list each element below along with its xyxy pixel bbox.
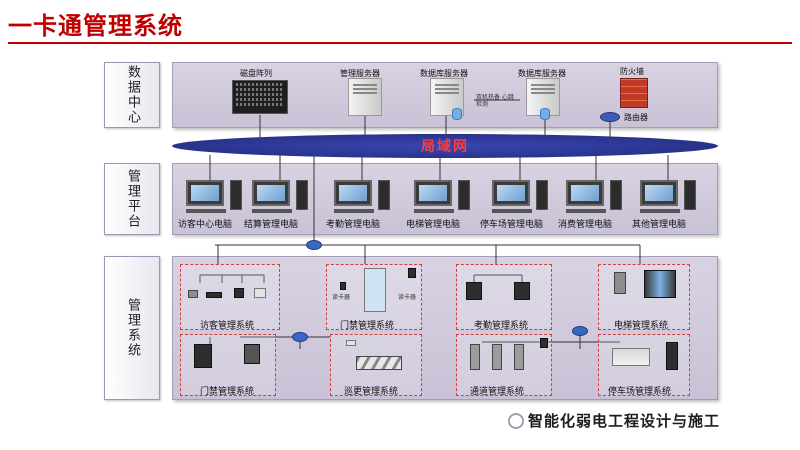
card-reader-label: 读卡器 bbox=[332, 294, 351, 301]
row-label-platform: 管理平台 bbox=[104, 163, 160, 235]
passage-controller-icon bbox=[540, 338, 548, 348]
mgmt-server-icon bbox=[348, 78, 382, 116]
visitor-scanner-icon bbox=[188, 290, 198, 298]
computer-icon bbox=[186, 180, 244, 214]
computer-icon bbox=[640, 180, 698, 214]
router-icon bbox=[600, 112, 620, 122]
attendance-system-label: 考勤管理系统 bbox=[474, 321, 529, 331]
elevator-controller-icon bbox=[614, 272, 626, 294]
computer-icon bbox=[334, 180, 392, 214]
patrol-system-label: 巡更管理系统 bbox=[344, 387, 399, 397]
disk-array-label: 磁盘阵列 bbox=[240, 69, 272, 78]
turnstile-icon bbox=[514, 344, 524, 370]
row-label-systems: 管理系统 bbox=[104, 256, 160, 400]
switch-icon bbox=[306, 240, 322, 250]
card-reader-icon bbox=[408, 268, 416, 278]
card-reader-label: 读卡器 bbox=[398, 294, 417, 301]
elevator-car-icon bbox=[644, 270, 676, 298]
visitor-printer-icon bbox=[254, 288, 266, 298]
lan-label: 局域网 bbox=[421, 139, 469, 155]
computer-icon bbox=[414, 180, 472, 214]
computer-icon bbox=[492, 180, 550, 214]
platform-computer-label: 停车场管理电脑 bbox=[480, 220, 544, 230]
visitor-camera-icon bbox=[234, 288, 244, 298]
switch-icon bbox=[572, 326, 588, 336]
router-label: 路由器 bbox=[624, 113, 648, 122]
watermark-text: 智能化弱电工程设计与施工 bbox=[528, 412, 721, 430]
wechat-icon bbox=[508, 412, 524, 429]
firewall-label: 防火墙 bbox=[620, 67, 644, 76]
patrol-stick-icon bbox=[346, 340, 356, 346]
elevator-system-label: 电梯管理系统 bbox=[614, 321, 669, 331]
card-reader-icon bbox=[340, 282, 346, 290]
db-server-2-label: 数据库服务器 bbox=[518, 69, 566, 78]
attendance-terminal-icon bbox=[514, 282, 530, 300]
row-label-data-center: 数据中心 bbox=[104, 62, 160, 128]
db-server-1-label: 数据库服务器 bbox=[420, 69, 468, 78]
watermark: 智能化弱电工程设计与施工 bbox=[508, 410, 720, 431]
database-icon bbox=[540, 108, 550, 120]
patrol-point-icon bbox=[356, 356, 402, 370]
disk-array-icon bbox=[232, 80, 288, 114]
lan-ellipse: 局域网 bbox=[172, 134, 718, 158]
platform-computer-label: 消费管理电脑 bbox=[558, 220, 613, 230]
computer-icon bbox=[566, 180, 624, 214]
hot-backup-note: 双机热备 心跳检测 bbox=[476, 94, 514, 108]
turnstile-icon bbox=[470, 344, 480, 370]
page-title: 一卡通管理系统 bbox=[8, 12, 183, 40]
platform-computer-label: 访客中心电脑 bbox=[178, 220, 233, 230]
attendance-terminal-icon bbox=[466, 282, 482, 300]
turnstile-icon bbox=[492, 344, 502, 370]
database-icon bbox=[452, 108, 462, 120]
access-system-1-label: 门禁管理系统 bbox=[340, 321, 395, 331]
parking-sign-icon bbox=[666, 342, 678, 370]
access-reader-icon bbox=[244, 344, 260, 364]
parking-system-label: 停车场管理系统 bbox=[608, 387, 672, 397]
parking-gate-icon bbox=[612, 348, 650, 366]
platform-computer-label: 考勤管理电脑 bbox=[326, 220, 381, 230]
platform-computer-label: 结算管理电脑 bbox=[244, 220, 299, 230]
glass-door-icon bbox=[364, 268, 386, 312]
row-label-systems-text: 管理系统 bbox=[125, 298, 140, 358]
passage-system-label: 通道管理系统 bbox=[470, 387, 525, 397]
row-label-data-center-text: 数据中心 bbox=[125, 65, 140, 125]
access-controller-icon bbox=[194, 344, 212, 368]
visitor-system-label: 访客管理系统 bbox=[200, 321, 255, 331]
mgmt-server-label: 管理服务器 bbox=[340, 69, 380, 78]
switch-icon bbox=[292, 332, 308, 342]
platform-computer-label: 电梯管理电脑 bbox=[406, 220, 461, 230]
platform-computer-label: 其他管理电脑 bbox=[632, 220, 687, 230]
row-label-platform-text: 管理平台 bbox=[125, 169, 140, 229]
systems-panel bbox=[172, 256, 718, 400]
visitor-reader-icon bbox=[206, 292, 222, 298]
title-underline bbox=[8, 42, 792, 44]
computer-icon bbox=[252, 180, 310, 214]
firewall-icon bbox=[620, 78, 648, 108]
access-system-2-label: 门禁管理系统 bbox=[200, 387, 255, 397]
